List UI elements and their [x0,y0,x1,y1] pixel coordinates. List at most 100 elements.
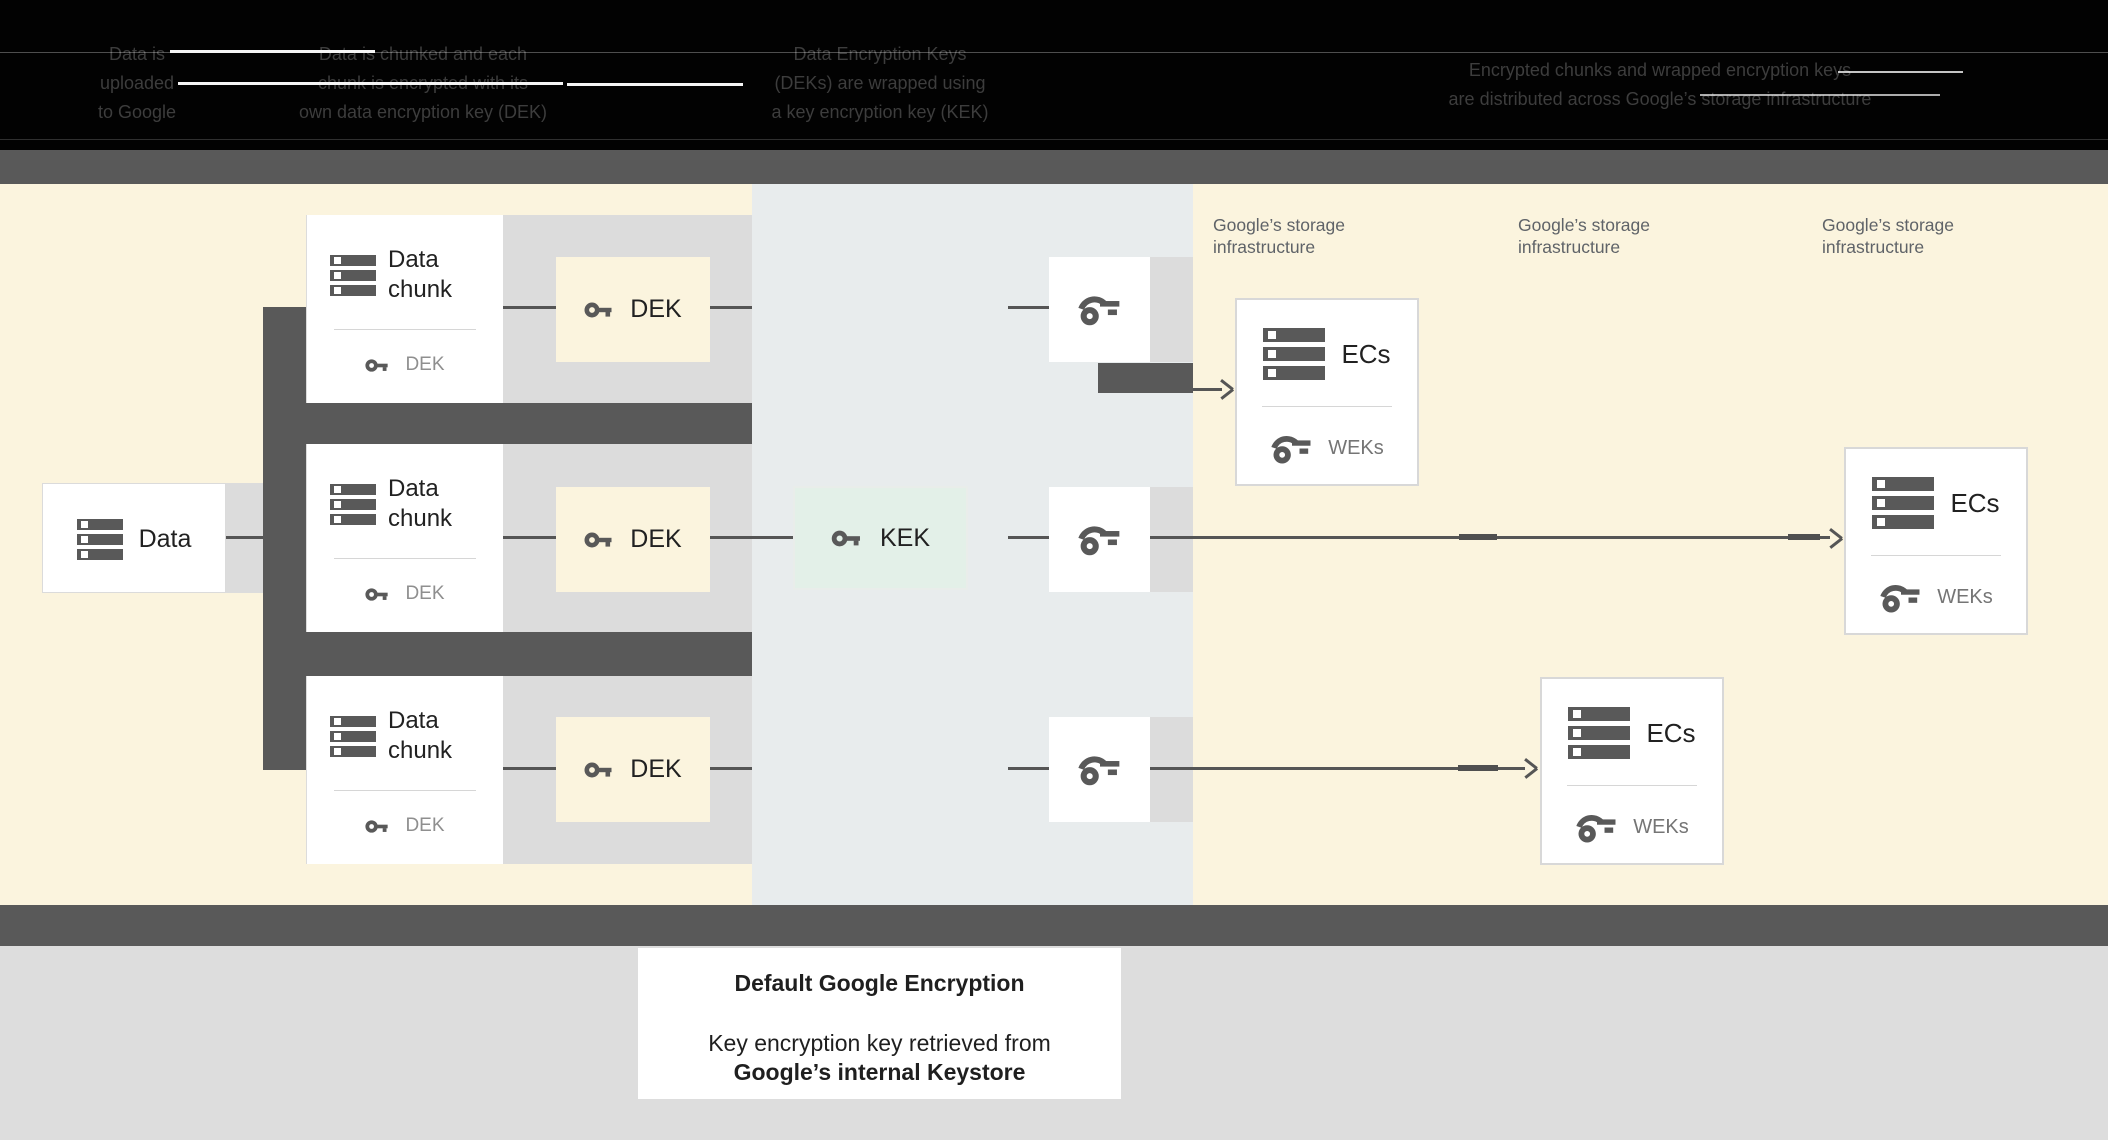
arrowhead-icon [1216,379,1233,399]
chunk-dek-label: DEK [405,354,445,375]
data-server-icon [76,518,123,560]
storage-label-line: Google’s storage [1518,215,1650,235]
storage-label: Google’s storage infrastructure [1518,214,1650,258]
connector-line [1008,767,1049,770]
server-icon [1263,328,1326,380]
connector-line [503,767,556,770]
data-chunk-box: Data chunk DEK [307,444,503,632]
chunk-dek-label: DEK [405,815,445,836]
caption-line: own data encryption key (DEK) [298,102,548,122]
distribution-bar [1098,363,1193,393]
weks-label: WEKs [1633,815,1689,838]
wrapped-key-shadow [1150,487,1193,592]
dek-box: DEK [556,717,710,822]
chunk-trunk-connector [263,307,306,770]
caption-line: are distributed across Google’s storage … [1448,89,1872,109]
weks-label: WEKs [1937,585,1993,608]
caption-body-line: Google’s internal Keystore [733,1059,1026,1085]
header-caption-wrapping: Data Encryption Keys (DEKs) are wrapped … [715,40,1045,127]
chunk-divider-bar [306,403,752,444]
server-icon [330,254,376,296]
wrapped-key-shadow [1150,257,1193,362]
data-chunk-box: Data chunk DEK [307,676,503,864]
chunk-title: Data chunk [388,475,453,532]
ecs-box: ECs WEKs [1540,677,1724,865]
chunk-title: Data chunk [388,707,453,764]
wrapped-key-box [1049,257,1150,362]
key-icon [584,762,612,777]
caption-line: a key encryption key (KEK) [771,102,989,122]
caption-body-line: Key encryption key retrieved from [708,1030,1051,1056]
dek-label: DEK [630,755,682,783]
weks-label: WEKs [1328,436,1384,459]
storage-label-line: infrastructure [1213,237,1316,257]
key-icon [365,819,389,833]
data-box: Data [42,483,226,593]
wrapped-key-icon [1077,296,1119,326]
top-gray-band [0,150,2108,184]
key-icon [365,587,389,601]
caption-title: Default Google Encryption [734,970,1025,996]
wrapped-key-icon [1880,584,1920,613]
storage-label-line: infrastructure [1822,237,1925,257]
server-icon [330,715,376,757]
caption-line: uploaded [99,73,175,93]
arrow-dash [1458,765,1498,771]
divider [334,790,476,791]
divider [1262,406,1392,407]
arrow-line [1150,767,1525,770]
ecs-label: ECs [1950,487,2000,518]
caption-line: Data Encryption Keys [793,44,967,64]
header-streak [170,50,375,53]
caption-line: (DEKs) are wrapped using [774,73,986,93]
chunk-divider-bar [306,632,752,676]
header-band: Data is uploaded to Google Data is chunk… [0,0,2108,150]
server-icon [1872,477,1935,529]
key-icon [584,532,612,547]
key-icon [584,302,612,317]
caption-line: Data is chunked and each [318,44,528,64]
connector-line [503,536,556,539]
key-icon [365,358,389,372]
server-icon [330,483,376,525]
wrapped-key-icon [1077,526,1119,556]
divider [334,558,476,559]
header-streak [0,139,2108,140]
header-streak [0,52,2108,53]
data-chunk-box: Data chunk DEK [307,215,503,403]
data-connector-line [226,536,263,539]
caption-card: Default Google Encryption Key encryption… [638,948,1121,1099]
ecs-label: ECs [1341,338,1391,369]
dek-label: DEK [630,295,682,323]
connector-line [1008,306,1049,309]
dek-label: DEK [630,525,682,553]
storage-label: Google’s storage infrastructure [1213,214,1345,258]
chunk-dek-label: DEK [405,583,445,604]
wrapped-key-icon [1576,814,1616,843]
connector-line [503,306,556,309]
arrowhead-icon [1825,528,1842,548]
ecs-label: ECs [1646,717,1696,748]
storage-label-line: Google’s storage [1213,215,1345,235]
wrapped-key-box [1049,487,1150,592]
data-label: Data [138,524,192,553]
header-streak [567,83,743,86]
wrapped-key-box [1049,717,1150,822]
dek-box: DEK [556,487,710,592]
connector-line [710,536,793,539]
header-caption-upload: Data is uploaded to Google [17,40,257,127]
caption-line: to Google [97,102,177,122]
ecs-box: ECs WEKs [1844,447,2028,635]
header-streak [1838,71,1963,73]
chunk-title: Data chunk [388,246,453,303]
connector-line [710,767,752,770]
divider [1567,785,1697,786]
caption-line: Data is [108,44,166,64]
wrapped-key-icon [1077,756,1119,786]
header-caption-chunking: Data is chunked and each chunk is encryp… [258,40,588,127]
header-caption-distribution: Encrypted chunks and wrapped encryption … [1360,56,1960,114]
divider [334,329,476,330]
kek-box: KEK [793,486,968,590]
arrowhead-icon [1520,758,1537,778]
